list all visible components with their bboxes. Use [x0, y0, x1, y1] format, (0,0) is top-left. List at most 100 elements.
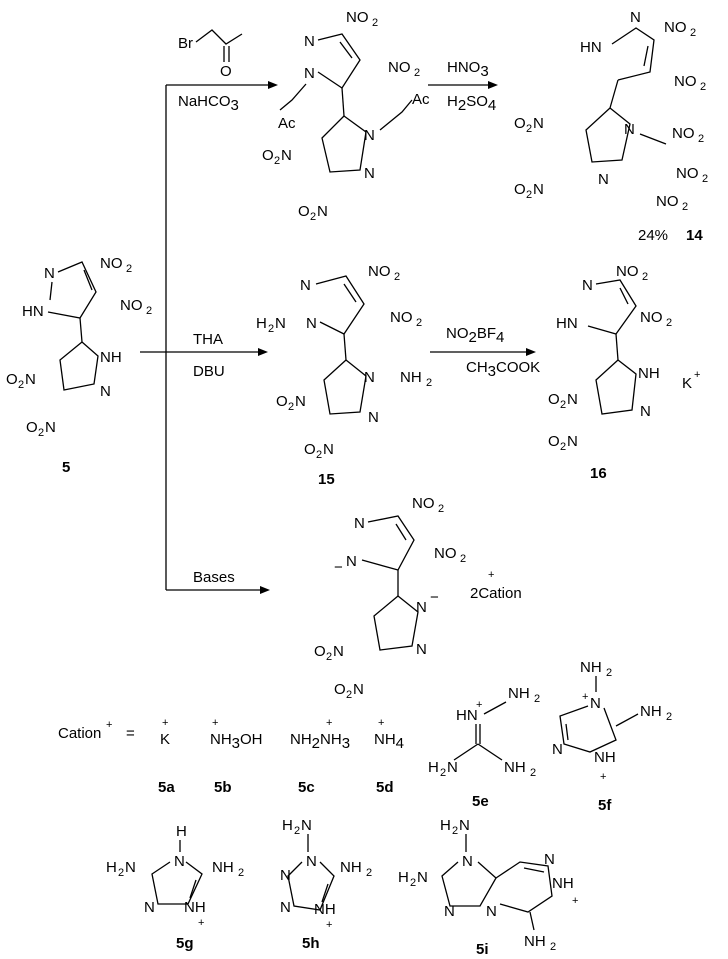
svg-text:HN: HN	[456, 707, 478, 724]
svg-text:N: N	[567, 433, 578, 450]
svg-text:N: N	[544, 851, 555, 868]
label-compound-5e: 5e	[472, 793, 489, 810]
svg-text:N: N	[306, 853, 317, 870]
svg-text:HN: HN	[580, 39, 602, 56]
label-compound-15: 15	[318, 471, 335, 488]
svg-text:NO: NO	[656, 193, 679, 210]
svg-text:2: 2	[394, 271, 400, 283]
svg-text:NO: NO	[672, 125, 695, 142]
svg-text:O: O	[514, 115, 526, 132]
reagent-h2so4: H2SO4	[447, 93, 496, 114]
svg-text:N: N	[416, 641, 427, 658]
svg-text:O: O	[26, 419, 38, 436]
svg-text:K: K	[682, 375, 692, 392]
cation-ammonium: NH4	[374, 731, 404, 752]
cation-label: Cation	[58, 725, 101, 742]
svg-text:N: N	[533, 115, 544, 132]
svg-text:NH: NH	[552, 875, 574, 892]
svg-text:NH: NH	[640, 703, 662, 720]
reagent-tha: THA	[193, 331, 223, 348]
svg-text:2: 2	[702, 173, 708, 185]
svg-text:NO: NO	[100, 255, 123, 272]
label-compound-5: 5	[62, 459, 70, 476]
svg-text:Ac: Ac	[412, 91, 430, 108]
reaction-arrows	[140, 81, 536, 594]
svg-text:N: N	[552, 741, 563, 758]
cation-hydrazinium: NH2NH3	[290, 731, 350, 752]
svg-text:2: 2	[118, 867, 124, 879]
arrowhead-15	[258, 348, 268, 356]
svg-text:−: −	[430, 589, 439, 606]
svg-text:N: N	[346, 553, 357, 570]
svg-text:N: N	[323, 441, 334, 458]
svg-text:NO: NO	[676, 165, 699, 182]
svg-text:2: 2	[530, 767, 536, 779]
svg-text:N: N	[364, 369, 375, 386]
reagent-bases: Bases	[193, 569, 235, 586]
svg-text:+: +	[572, 895, 578, 907]
svg-text:NH: NH	[100, 349, 122, 366]
svg-text:N: N	[317, 203, 328, 220]
svg-text:N: N	[447, 759, 458, 776]
svg-text:N: N	[44, 265, 55, 282]
svg-text:N: N	[582, 277, 593, 294]
svg-text:N: N	[295, 393, 306, 410]
svg-text:2: 2	[410, 877, 416, 889]
yield-14: 24%	[638, 227, 668, 244]
svg-text:NO: NO	[674, 73, 697, 90]
label-compound-5f: 5f	[598, 797, 612, 814]
bromine-label: Br	[178, 35, 193, 52]
svg-text:2Cation: 2Cation	[470, 585, 522, 602]
svg-text:N: N	[280, 899, 291, 916]
svg-text:2: 2	[440, 767, 446, 779]
svg-text:N: N	[368, 409, 379, 426]
svg-text:2: 2	[126, 263, 132, 275]
reagent-hno3: HNO3	[447, 59, 489, 80]
svg-text:O: O	[314, 643, 326, 660]
carbonyl-oxygen: O	[220, 63, 232, 80]
arrowhead-14	[488, 81, 498, 89]
svg-text:2: 2	[700, 81, 706, 93]
svg-text:NO: NO	[346, 9, 369, 26]
svg-text:O: O	[276, 393, 288, 410]
svg-text:2: 2	[366, 867, 372, 879]
svg-text:N: N	[640, 403, 651, 420]
svg-text:+: +	[326, 919, 332, 931]
svg-text:N: N	[624, 121, 635, 138]
svg-text:NH: NH	[504, 759, 526, 776]
svg-text:2: 2	[698, 133, 704, 145]
svg-text:2: 2	[346, 689, 352, 701]
svg-text:NH: NH	[400, 369, 422, 386]
svg-text:−: −	[334, 559, 343, 576]
svg-text:NO: NO	[120, 297, 143, 314]
svg-text:N: N	[25, 371, 36, 388]
svg-text:+: +	[106, 719, 112, 731]
svg-text:H: H	[106, 859, 117, 876]
svg-text:+: +	[488, 569, 494, 581]
svg-text:H: H	[282, 817, 293, 834]
svg-text:N: N	[364, 165, 375, 182]
svg-text:N: N	[333, 643, 344, 660]
svg-text:H: H	[398, 869, 409, 886]
svg-text:NO: NO	[390, 309, 413, 326]
svg-text:N: N	[364, 127, 375, 144]
label-compound-5d: 5d	[376, 779, 394, 796]
svg-text:2: 2	[268, 323, 274, 335]
svg-text:H: H	[256, 315, 267, 332]
label-compound-5i: 5i	[476, 941, 489, 958]
arrowhead-acetonyl	[268, 81, 278, 89]
svg-text:N: N	[144, 899, 155, 916]
svg-text:2: 2	[526, 123, 532, 135]
reagent-ch3cook: CH3COOK	[466, 359, 540, 380]
svg-text:NO: NO	[412, 495, 435, 512]
svg-text:+: +	[162, 717, 168, 729]
label-compound-5b: 5b	[214, 779, 232, 796]
svg-text:+: +	[476, 699, 482, 711]
svg-text:N: N	[354, 515, 365, 532]
label-compound-5g: 5g	[176, 935, 194, 952]
